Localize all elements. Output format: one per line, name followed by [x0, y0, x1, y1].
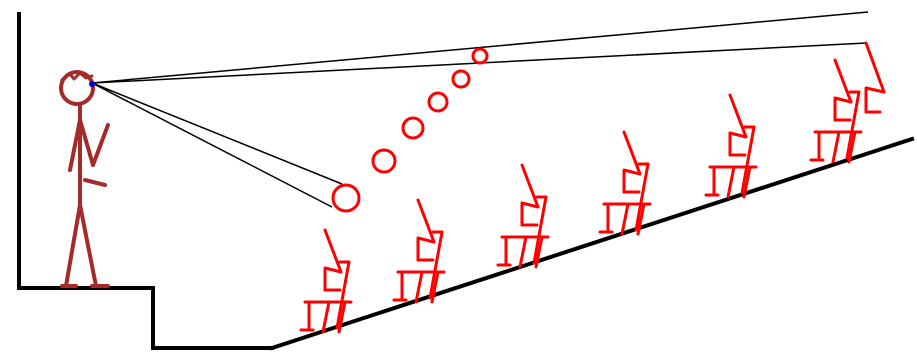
seat-row-2: [392, 198, 446, 304]
audience-rows: [299, 58, 863, 334]
speaker-figure: [59, 70, 110, 288]
speaker-hand: [83, 178, 107, 187]
seat-row-3: [496, 163, 550, 269]
seat-row-6: [809, 58, 863, 164]
speaker-leg-left: [64, 203, 82, 288]
speaker-arm-left: [68, 118, 82, 172]
back-row-figure: [864, 41, 886, 114]
speaker-head: [59, 70, 95, 106]
path-circle-1: [371, 148, 397, 174]
path-circle-2: [401, 116, 425, 140]
sightline-front-head-top: [91, 82, 343, 185]
speaker-arm-right: [78, 118, 95, 167]
seat-row-4: [598, 130, 652, 236]
back-wall-and-stage: [17, 12, 274, 350]
room-structure: [17, 12, 915, 351]
front-viewer-head: [331, 183, 361, 213]
sightline-front-head-bottom: [91, 82, 333, 208]
sight-path-circles: [371, 47, 489, 174]
sightlines: [91, 11, 869, 208]
speaker-eye-icon: [89, 81, 95, 87]
path-circle-5: [471, 47, 489, 65]
seat-row-5: [704, 93, 758, 199]
speaker-raised-forearm: [91, 123, 110, 167]
raked-seating-floor: [269, 136, 915, 351]
speaker-leg-right: [78, 203, 98, 288]
path-circle-4: [451, 69, 471, 89]
speaker-hair: [60, 71, 94, 82]
path-circle-3: [427, 91, 449, 113]
seat-row-1: [299, 228, 353, 334]
